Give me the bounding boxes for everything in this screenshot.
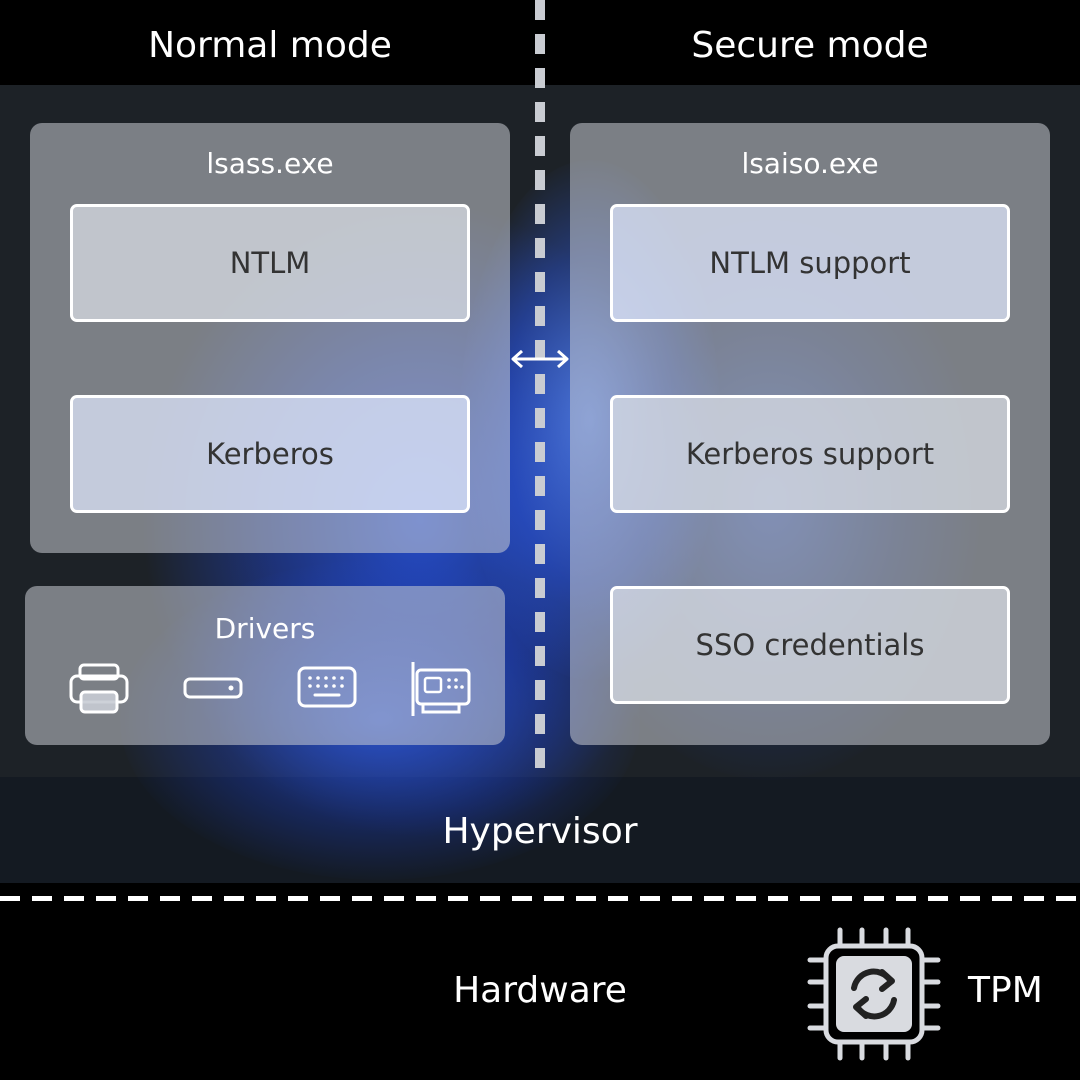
mode-separator-dashed-line — [535, 0, 545, 777]
printer-icon — [69, 663, 129, 714]
hardware-separator-dashed-line — [0, 896, 1080, 901]
secure-mode-header: Secure mode — [691, 25, 929, 66]
hardware-label: Hardware — [453, 970, 627, 1011]
ntlm-box: NTLM — [70, 204, 470, 322]
lsaiso-title: lsaiso.exe — [741, 147, 879, 180]
expansion-card-icon — [411, 662, 471, 716]
kerberos-support-box: Kerberos support — [610, 395, 1010, 513]
chip-icon — [807, 927, 941, 1061]
keyboard-icon — [297, 666, 357, 708]
drivers-title: Drivers — [214, 612, 316, 645]
sso-credentials-box: SSO credentials — [610, 586, 1010, 704]
ntlm-support-box: NTLM support — [610, 204, 1010, 322]
storage-drive-icon — [183, 677, 243, 699]
normal-mode-header: Normal mode — [148, 25, 392, 66]
kerberos-box: Kerberos — [70, 395, 470, 513]
tpm-label: TPM — [968, 970, 1043, 1011]
hypervisor-label: Hypervisor — [442, 811, 638, 852]
lsass-title: lsass.exe — [206, 147, 334, 180]
drivers-icon-row — [25, 660, 505, 720]
bidirectional-arrow-icon — [511, 349, 569, 369]
